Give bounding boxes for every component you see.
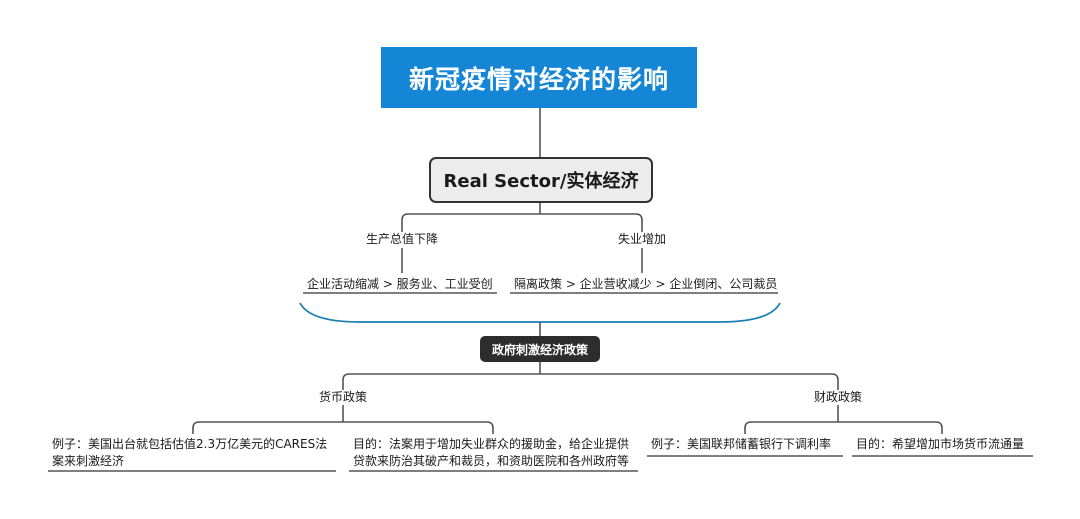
monetary-example[interactable]: 例子：美国出台就包括估值2.3万亿美元的CARES法案来刺激经济 (52, 437, 328, 468)
fiscal-purpose[interactable]: 目的：希望增加市场货币流通量 (856, 437, 1025, 451)
detail-unemployment[interactable]: 隔离政策 > 企业营收减少 > 企业倒闭、公司裁员 (514, 277, 778, 291)
root-title: 新冠疫情对经济的影响 (408, 64, 669, 94)
detail-gdp-decline[interactable]: 企业活动缩减 > 服务业、工业受创 (307, 277, 493, 291)
monetary-policy-label[interactable]: 货币政策 (319, 390, 368, 404)
real-sector-title: Real Sector/实体经济 (443, 171, 639, 192)
fiscal-example[interactable]: 例子：美国联邦储蓄银行下调利率 (651, 437, 832, 451)
branch-unemployment[interactable]: 失业增加 (618, 232, 667, 246)
branch-gdp-decline[interactable]: 生产总值下降 (366, 232, 439, 246)
monetary-purpose[interactable]: 目的：法案用于增加失业群众的援助金，给企业提供贷款来防治其破产和裁员，和资助医院… (353, 437, 630, 468)
fiscal-policy-label[interactable]: 财政政策 (814, 390, 863, 404)
root-topic[interactable]: 新冠疫情对经济的影响 (381, 47, 697, 108)
stimulus-title: 政府刺激经济政策 (491, 342, 588, 357)
stimulus-policy-node[interactable]: 政府刺激经济政策 (480, 336, 600, 362)
real-sector-node[interactable]: Real Sector/实体经济 (429, 157, 653, 203)
